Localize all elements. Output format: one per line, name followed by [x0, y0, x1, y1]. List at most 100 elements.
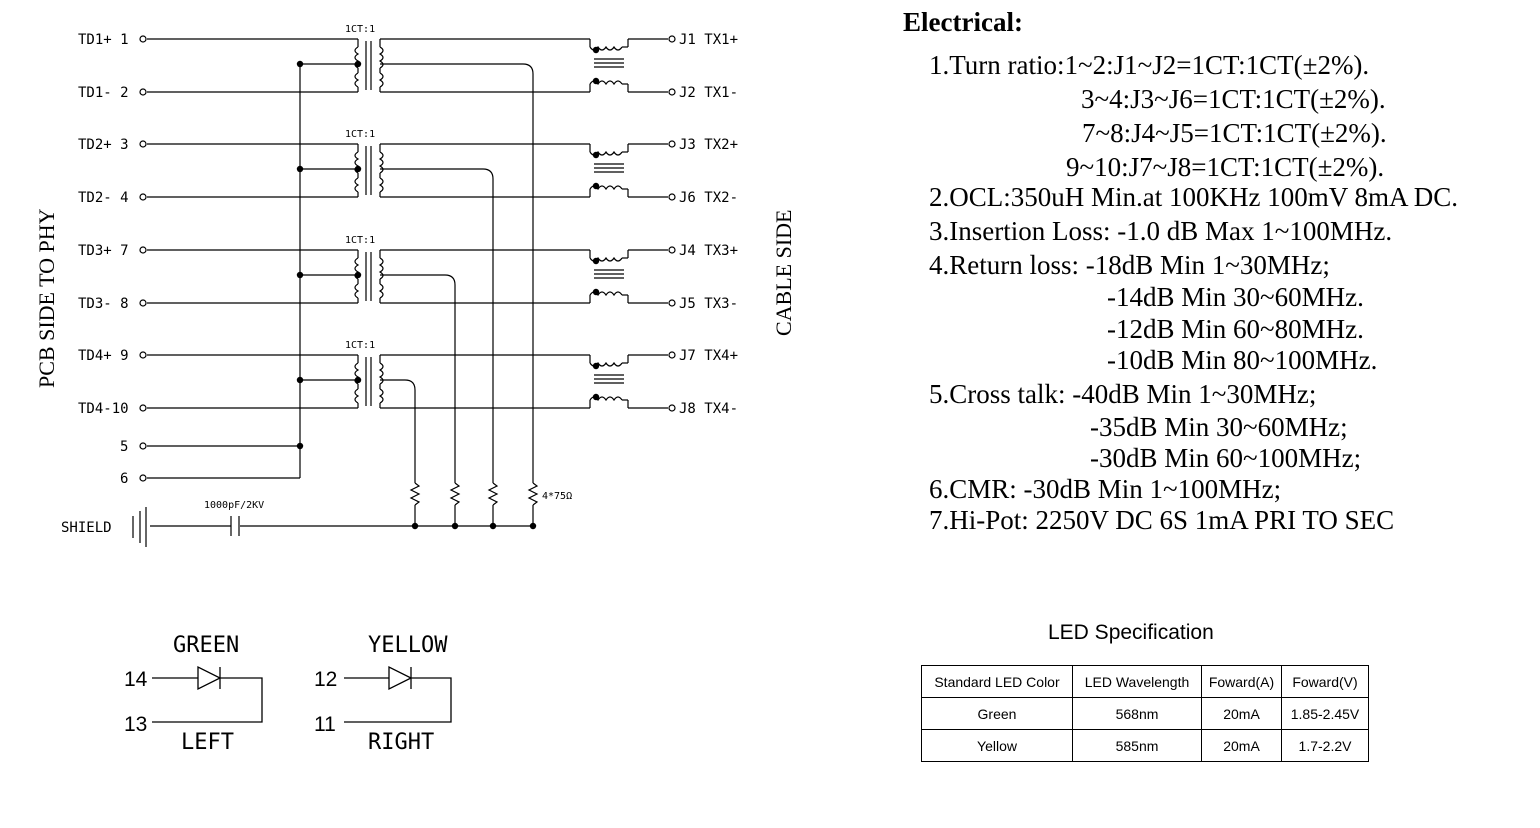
left-pin-label: TD4+ 9	[78, 348, 129, 364]
electrical-spec-line: 5.Cross talk: -40dB Min 1~30MHz;	[929, 379, 1317, 409]
led-right-color: YELLOW	[368, 633, 448, 658]
junction-dot	[296, 376, 304, 384]
junction-dot	[592, 288, 600, 296]
right-pin-label: J8 TX4-	[679, 401, 738, 417]
primary-coil	[354, 177, 360, 193]
junction-dot	[354, 165, 362, 173]
table-cell: Yellow	[921, 729, 1073, 762]
electrical-spec-line: 4.Return loss: -18dB Min 1~30MHz;	[929, 250, 1330, 280]
electrical-spec-line: 3.Insertion Loss: -1.0 dB Max 1~100MHz.	[929, 216, 1393, 246]
led-left-anode-pin: 14	[124, 668, 148, 691]
termination-resistor	[409, 482, 421, 506]
primary-coil	[354, 72, 360, 88]
led-right-diagram: YELLOW RIGHT 12 11	[314, 633, 452, 755]
electrical-spec-line: -14dB Min 30~60MHz.	[1107, 282, 1364, 312]
electrical-spec-line: 7~8:J4~J5=1CT:1CT(±2%).	[1082, 118, 1387, 148]
electrical-spec-line: 1.Turn ratio:1~2:J1~J2=1CT:1CT(±2%).	[929, 50, 1370, 80]
pin-terminal	[139, 404, 147, 412]
electrical-spec-line: -35dB Min 30~60MHz;	[1090, 412, 1348, 442]
secondary-ct-wire	[444, 274, 456, 286]
transformer-ratio-label: 1CT:1	[345, 24, 375, 35]
electrical-spec-line: -30dB Min 60~100MHz;	[1090, 443, 1362, 473]
junction-dot	[354, 376, 362, 384]
primary-coil	[354, 388, 360, 404]
led-spec-header-row: Standard LED Color LED Wavelength Foward…	[921, 665, 1369, 698]
secondary-coil	[378, 46, 384, 69]
table-cell: 1.85-2.45V	[1281, 697, 1369, 730]
pin-terminal	[668, 193, 676, 201]
left-pin-label: TD1+ 1	[78, 32, 129, 48]
table-cell: 585nm	[1072, 729, 1202, 762]
pin-terminal	[139, 442, 147, 450]
secondary-coil	[378, 257, 384, 280]
col-header-wavelength: LED Wavelength	[1072, 665, 1202, 698]
capacitor-label: 1000pF/2KV	[204, 500, 264, 511]
right-pin-label: J3 TX2+	[679, 137, 738, 153]
led-right-position: RIGHT	[368, 730, 434, 755]
junction-dot	[489, 522, 497, 530]
table-cell: Green	[921, 697, 1073, 730]
left-pin-label: TD4-10	[78, 401, 129, 417]
junction-dot	[592, 257, 600, 265]
termination-resistor	[449, 482, 461, 506]
electrical-spec-line: 2.OCL:350uH Min.at 100KHz 100mV 8mA DC.	[929, 182, 1459, 212]
junction-dot	[296, 60, 304, 68]
pin-terminal	[139, 351, 147, 359]
resistor-label: 4*75Ω	[542, 491, 572, 502]
pin-terminal	[668, 35, 676, 43]
transformer-ratio-label: 1CT:1	[345, 235, 375, 246]
left-pin-label: 5	[120, 439, 128, 455]
junction-dot	[296, 165, 304, 173]
electrical-spec-line: 9~10:J7~J8=1CT:1CT(±2%).	[1066, 152, 1385, 182]
right-pin-label: J2 TX1-	[679, 85, 738, 101]
electrical-title: Electrical:	[903, 7, 1023, 37]
left-pin-label: TD2+ 3	[78, 137, 129, 153]
table-cell: 20mA	[1201, 729, 1282, 762]
pin-terminal	[668, 351, 676, 359]
pin-terminal	[139, 246, 147, 254]
table-row: Green 568nm 20mA 1.85-2.45V	[921, 697, 1369, 730]
junction-dot	[451, 522, 459, 530]
termination-resistor	[487, 482, 499, 506]
secondary-coil	[378, 362, 384, 385]
secondary-ct-wire	[482, 168, 494, 180]
electrical-spec-line: -10dB Min 80~100MHz.	[1107, 345, 1378, 375]
right-pin-label: J1 TX1+	[679, 32, 738, 48]
electrical-spec-line: -12dB Min 60~80MHz.	[1107, 314, 1364, 344]
right-pin-label: J7 TX4+	[679, 348, 738, 364]
pcb-side-label: PCB SIDE TO PHY	[34, 208, 59, 388]
junction-dot	[354, 60, 362, 68]
junction-dot	[592, 46, 600, 54]
transformer-ratio-label: 1CT:1	[345, 340, 375, 351]
led-left-color: GREEN	[173, 633, 239, 658]
secondary-coil	[378, 72, 384, 88]
led-spec-title: LED Specification	[1048, 621, 1214, 644]
table-cell: 20mA	[1201, 697, 1282, 730]
pin-terminal	[668, 404, 676, 412]
pin-terminal	[139, 140, 147, 148]
termination-resistor	[527, 482, 539, 506]
pin-terminal	[139, 35, 147, 43]
pin-terminal	[139, 474, 147, 482]
col-header-forward-current: Foward(A)	[1201, 665, 1282, 698]
right-pin-label: J4 TX3+	[679, 243, 738, 259]
electrical-spec-line: 6.CMR: -30dB Min 1~100MHz;	[929, 474, 1282, 504]
led-right-anode-pin: 12	[314, 668, 337, 691]
junction-dot	[592, 151, 600, 159]
pin-terminal	[139, 88, 147, 96]
table-cell: 568nm	[1072, 697, 1202, 730]
led-right-cathode-pin: 11	[314, 713, 336, 736]
pin-terminal	[668, 299, 676, 307]
cable-side-label: CABLE SIDE	[771, 210, 796, 337]
pin-terminal	[668, 246, 676, 254]
left-pin-label: TD1- 2	[78, 85, 129, 101]
electrical-spec-line: 3~4:J3~J6=1CT:1CT(±2%).	[1081, 84, 1386, 114]
left-pin-label: TD2- 4	[78, 190, 129, 206]
junction-dot	[354, 271, 362, 279]
transformer-ratio-label: 1CT:1	[345, 129, 375, 140]
left-pin-label: TD3+ 7	[78, 243, 129, 259]
secondary-coil	[378, 151, 384, 174]
secondary-coil	[378, 283, 384, 299]
led-left-diagram: GREEN LEFT 14 13	[124, 633, 263, 755]
